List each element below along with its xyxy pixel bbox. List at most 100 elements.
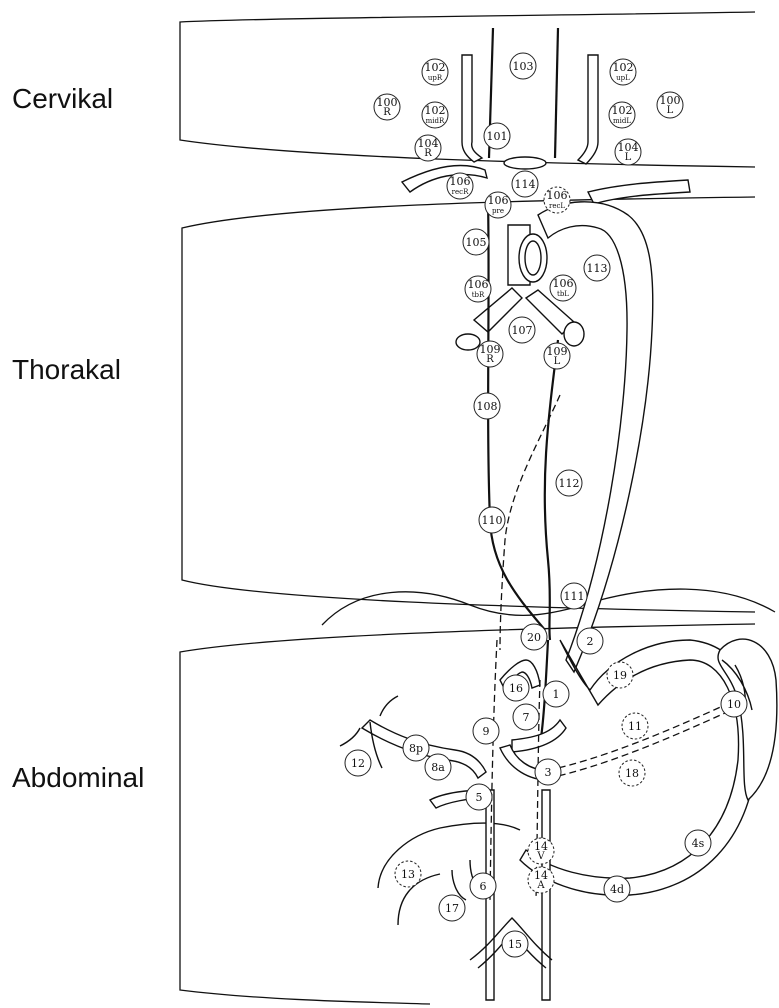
node-10: 10 <box>721 691 747 717</box>
node-number-label: 101 <box>487 130 508 143</box>
node-number-label: 106 <box>450 175 471 188</box>
node-14V: 14V <box>528 838 554 864</box>
node-suffix-label: V <box>536 851 545 862</box>
node-number-label: 20 <box>527 631 541 644</box>
node-suffix-label: midL <box>613 117 631 125</box>
node-13: 13 <box>395 861 421 887</box>
node-101: 101 <box>484 123 510 149</box>
node-number-label: 8p <box>409 742 423 755</box>
node-suffix-label: recL <box>549 202 565 210</box>
node-number-label: 112 <box>559 477 580 490</box>
node-113: 113 <box>584 255 610 281</box>
node-number-label: 3 <box>545 766 552 779</box>
node-number-label: 15 <box>508 938 522 951</box>
node-6: 6 <box>470 873 496 899</box>
node-suffix-label: R <box>424 148 432 159</box>
node-suffix-label: pre <box>492 207 504 215</box>
node-1: 1 <box>543 681 569 707</box>
node-number-label: 105 <box>466 236 487 249</box>
node-108: 108 <box>474 393 500 419</box>
node-number-label: 4s <box>692 837 705 850</box>
node-number-label: 1 <box>553 688 560 701</box>
node-114: 114 <box>512 171 538 197</box>
node-number-label: 102 <box>425 104 446 117</box>
node-110: 110 <box>479 507 505 533</box>
node-number-label: 113 <box>587 262 608 275</box>
node-5: 5 <box>466 784 492 810</box>
node-102upL: 102upL <box>610 59 636 85</box>
node-number-label: 13 <box>401 868 415 881</box>
node-12: 12 <box>345 750 371 776</box>
node-11: 11 <box>622 713 648 739</box>
node-number-label: 9 <box>483 725 490 738</box>
node-number-label: 108 <box>477 400 498 413</box>
node-suffix-label: recR <box>452 188 469 196</box>
node-number-label: 107 <box>512 324 533 337</box>
right-subclavian-artery <box>402 166 487 192</box>
node-suffix-label: upL <box>616 74 630 82</box>
node-19: 19 <box>607 662 633 688</box>
node-suffix-label: L <box>667 105 674 116</box>
node-number-label: 114 <box>515 178 536 191</box>
node-number-label: 11 <box>628 720 642 733</box>
right-bronchus-opening <box>456 334 480 350</box>
left-subclavian-artery <box>588 180 690 204</box>
node-111: 111 <box>561 583 587 609</box>
node-suffix-label: tbR <box>472 291 485 299</box>
node-103: 103 <box>510 53 536 79</box>
node-suffix-label: A <box>536 880 545 891</box>
node-number-label: 102 <box>425 61 446 74</box>
node-number-label: 18 <box>625 767 639 780</box>
node-number-label: 4d <box>610 883 624 896</box>
node-suffix-label: L <box>554 356 561 367</box>
aorta-abdominal-right <box>542 790 550 1000</box>
left-bronchus-opening <box>564 322 584 346</box>
node-suffix-label: upR <box>428 74 443 82</box>
node-4s: 4s <box>685 830 711 856</box>
node-2: 2 <box>577 628 603 654</box>
node-14A: 14A <box>528 867 554 893</box>
node-number-label: 102 <box>612 104 633 117</box>
node-18: 18 <box>619 760 645 786</box>
node-number-label: 106 <box>468 278 489 291</box>
abdominal-section-outline <box>180 624 755 1004</box>
node-4d: 4d <box>604 876 630 902</box>
thyroid-ring <box>504 157 546 169</box>
esophagus-thoracic-left <box>545 340 558 640</box>
node-number-label: 7 <box>523 711 530 724</box>
node-number-label: 16 <box>509 682 523 695</box>
node-number-label: 2 <box>587 635 594 648</box>
thoracic-structures <box>456 200 653 672</box>
node-number-label: 110 <box>482 514 503 527</box>
node-104R: 104R <box>415 135 441 161</box>
node-105: 105 <box>463 229 489 255</box>
left-carotid-artery <box>578 55 598 164</box>
node-15: 15 <box>502 931 528 957</box>
node-number-label: 19 <box>613 669 627 682</box>
node-17: 17 <box>439 895 465 921</box>
node-number-label: 111 <box>564 590 585 603</box>
esophagus-left-wall <box>555 28 558 158</box>
node-9: 9 <box>473 718 499 744</box>
node-102midL: 102midL <box>609 102 635 128</box>
node-7: 7 <box>513 704 539 730</box>
node-number-label: 10 <box>727 698 741 711</box>
node-number-label: 12 <box>351 757 365 770</box>
node-number-label: 5 <box>476 791 483 804</box>
node-number-label: 6 <box>480 880 487 893</box>
node-number-label: 17 <box>445 902 459 915</box>
node-number-label: 8a <box>431 761 445 774</box>
node-112: 112 <box>556 470 582 496</box>
node-number-label: 102 <box>613 61 634 74</box>
node-suffix-label: R <box>486 354 494 365</box>
